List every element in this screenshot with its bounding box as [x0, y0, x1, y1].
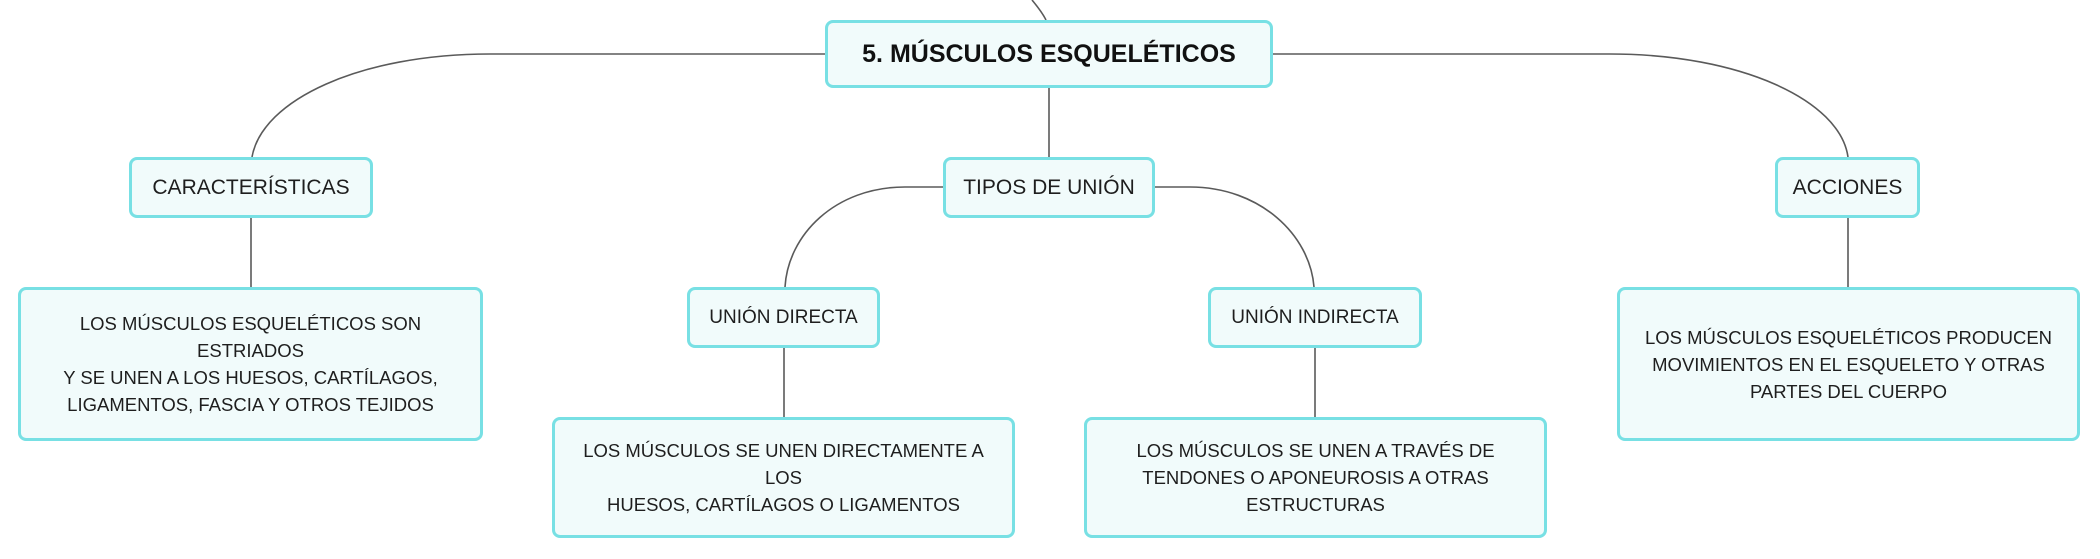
caracteristicas-detail-text: LOS MÚSCULOS ESQUELÉTICOS SON ESTRIADOS …: [63, 313, 438, 415]
root-node[interactable]: 5. MÚSCULOS ESQUELÉTICOS: [825, 20, 1273, 88]
node-union-indirecta-detail[interactable]: LOS MÚSCULOS SE UNEN A TRAVÉS DE TENDONE…: [1084, 417, 1547, 538]
node-caracteristicas-detail[interactable]: LOS MÚSCULOS ESQUELÉTICOS SON ESTRIADOS …: [18, 287, 483, 441]
union-directa-detail-text: LOS MÚSCULOS SE UNEN DIRECTAMENTE A LOS …: [583, 440, 984, 515]
connector-root-acciones: [1273, 53, 1849, 158]
union-indirecta-label: UNIÓN INDIRECTA: [1231, 306, 1399, 328]
node-tipos-de-union[interactable]: TIPOS DE UNIÓN: [943, 157, 1155, 218]
connector-tipos-directa: [784, 186, 943, 288]
node-union-directa-detail[interactable]: LOS MÚSCULOS SE UNEN DIRECTAMENTE A LOS …: [552, 417, 1015, 538]
union-indirecta-detail-text: LOS MÚSCULOS SE UNEN A TRAVÉS DE TENDONE…: [1136, 440, 1495, 515]
acciones-label: ACCIONES: [1792, 175, 1903, 199]
node-caracteristicas[interactable]: CARACTERÍSTICAS: [129, 157, 373, 218]
node-union-indirecta[interactable]: UNIÓN INDIRECTA: [1208, 287, 1422, 348]
connector-tipos-indirecta: [1155, 186, 1315, 288]
connector-parent-to-root: [1031, 0, 1047, 21]
root-label: 5. MÚSCULOS ESQUELÉTICOS: [862, 39, 1236, 68]
tipos-de-union-label: TIPOS DE UNIÓN: [963, 175, 1135, 199]
node-union-directa[interactable]: UNIÓN DIRECTA: [687, 287, 880, 348]
node-acciones-detail[interactable]: LOS MÚSCULOS ESQUELÉTICOS PRODUCEN MOVIM…: [1617, 287, 2080, 441]
node-acciones[interactable]: ACCIONES: [1775, 157, 1920, 218]
acciones-detail-text: LOS MÚSCULOS ESQUELÉTICOS PRODUCEN MOVIM…: [1644, 326, 2053, 402]
connector-root-caracteristicas: [251, 53, 825, 158]
union-directa-label: UNIÓN DIRECTA: [709, 306, 858, 328]
caracteristicas-label: CARACTERÍSTICAS: [152, 175, 350, 199]
